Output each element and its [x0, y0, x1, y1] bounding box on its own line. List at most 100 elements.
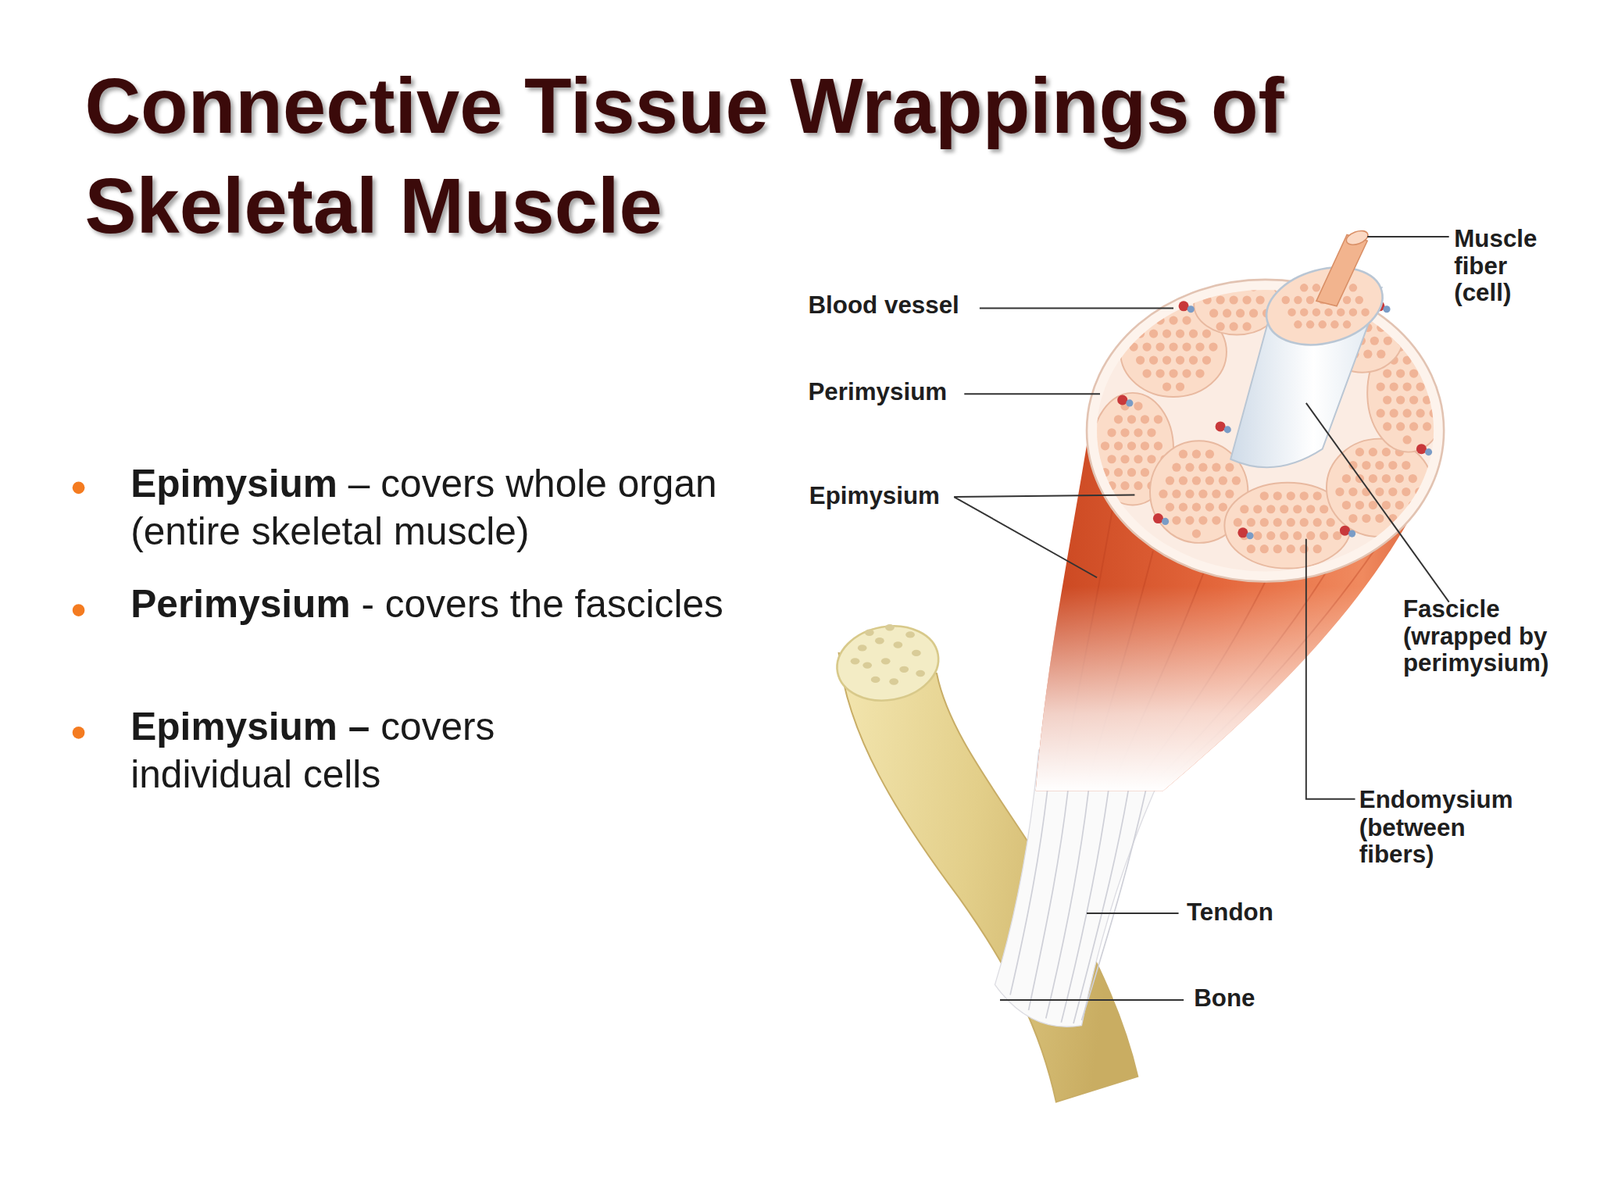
- fiber-section: [1171, 463, 1181, 472]
- fiber-section: [1396, 395, 1405, 404]
- muscle-fiber-end: [1344, 228, 1370, 248]
- fiber-section: [1216, 295, 1225, 304]
- blood-vessel: [1237, 527, 1254, 540]
- part-label: Epimysium: [809, 482, 1014, 511]
- fascicle: [1367, 333, 1449, 453]
- fiber-section: [1142, 342, 1151, 351]
- term-name: Perimysium: [130, 582, 350, 626]
- fiber-section: [1133, 454, 1143, 464]
- fiber-section: [1279, 531, 1289, 540]
- fiber-section: [1120, 428, 1129, 437]
- fiber-section: [1292, 504, 1302, 514]
- fiber-section: [1146, 454, 1156, 464]
- fiber-section: [1128, 342, 1138, 351]
- fiber-section: [1239, 504, 1249, 514]
- fiber-section: [1218, 476, 1228, 486]
- bullet-dots: [72, 481, 86, 739]
- fiber-section: [1114, 467, 1123, 477]
- fiber-section: [1192, 450, 1201, 459]
- bone-pore: [881, 657, 891, 665]
- fiber-section: [1162, 328, 1172, 338]
- bone-pore: [885, 624, 895, 631]
- fiber-section: [1168, 316, 1178, 325]
- leader-lines: [953, 236, 1449, 1000]
- fiber-section: [1273, 544, 1283, 554]
- blood-vessel: [1153, 513, 1169, 525]
- bullet-item: Epimysium –covers individual cells: [130, 703, 611, 800]
- fiber-section: [1300, 307, 1308, 316]
- fiber-section: [1192, 503, 1201, 512]
- fiber-section: [1403, 382, 1412, 391]
- term-name: Epimysium –: [130, 705, 370, 749]
- fiber-section: [1389, 323, 1399, 333]
- fiber-section: [1435, 395, 1445, 404]
- fiber-section: [1198, 489, 1208, 499]
- fiber-section: [1318, 320, 1327, 329]
- bone-pore: [899, 666, 909, 673]
- fiber-section: [1306, 531, 1315, 540]
- bone-pore: [915, 670, 925, 677]
- fiber-section: [1409, 395, 1418, 404]
- fiber-section: [1142, 368, 1151, 378]
- fiber-section: [1389, 382, 1399, 391]
- fiber-section: [1313, 517, 1322, 527]
- fiber-section: [1205, 476, 1215, 486]
- fiber-section: [1312, 283, 1321, 292]
- fiber-section: [1388, 460, 1397, 470]
- fiber-section: [1396, 421, 1405, 431]
- fiber-section: [1149, 328, 1158, 338]
- vein: [1125, 399, 1133, 407]
- fiber-section: [1428, 408, 1438, 418]
- fiber-section: [1222, 308, 1232, 318]
- fiber-section: [1409, 368, 1418, 378]
- fiber-section: [1355, 500, 1365, 510]
- fiber-section: [1228, 295, 1238, 304]
- fiber-section: [1342, 500, 1351, 510]
- fiber-section: [1408, 500, 1418, 510]
- fiber-section: [1182, 316, 1191, 325]
- fiber-section: [1408, 474, 1418, 483]
- fiber-section: [1349, 307, 1358, 316]
- fiber-section: [1286, 544, 1296, 554]
- blood-vessel: [1339, 525, 1356, 538]
- fiber-section: [1232, 476, 1241, 486]
- fiber-section: [1178, 503, 1188, 512]
- part-label: Muscle fiber (cell): [1453, 225, 1557, 308]
- fiber-section: [1300, 283, 1308, 292]
- fiber-section: [1342, 320, 1351, 329]
- bone-pore: [871, 676, 881, 683]
- fiber-section: [1260, 544, 1269, 554]
- vein: [1246, 532, 1254, 540]
- fiber-section: [1312, 307, 1321, 316]
- fiber-section: [1168, 342, 1178, 351]
- fiber-section: [1292, 531, 1302, 540]
- fiber-section: [1361, 514, 1371, 523]
- fiber-section: [1185, 463, 1194, 472]
- fiber-section: [1225, 463, 1234, 472]
- fiber-section: [1120, 481, 1129, 490]
- artery: [1339, 525, 1350, 536]
- bone-pore: [864, 629, 875, 636]
- vein: [1161, 517, 1169, 525]
- fiber-section: [1422, 395, 1432, 404]
- fiber-section: [1376, 350, 1386, 359]
- bone-pore: [905, 631, 915, 638]
- fiber-section: [1255, 295, 1265, 304]
- fiber-section: [1293, 296, 1302, 304]
- fiber-section: [1300, 517, 1309, 527]
- term-definition: - covers the fascicles: [360, 582, 723, 626]
- vein: [1187, 305, 1195, 313]
- fascicle-end: [1257, 255, 1392, 358]
- fiber-section: [1205, 450, 1215, 459]
- fiber-section: [1211, 463, 1221, 472]
- fiber-section: [1114, 441, 1123, 450]
- bullet-dot: [72, 726, 86, 740]
- fiber-section: [1428, 355, 1438, 365]
- fiber-section: [1388, 487, 1397, 497]
- fiber-section: [1175, 328, 1185, 338]
- fiber-section: [1202, 328, 1211, 338]
- fiber-section: [1368, 474, 1378, 483]
- fiber-section: [1401, 514, 1411, 523]
- fiber-section: [1395, 474, 1404, 483]
- fiber-section: [1165, 476, 1175, 486]
